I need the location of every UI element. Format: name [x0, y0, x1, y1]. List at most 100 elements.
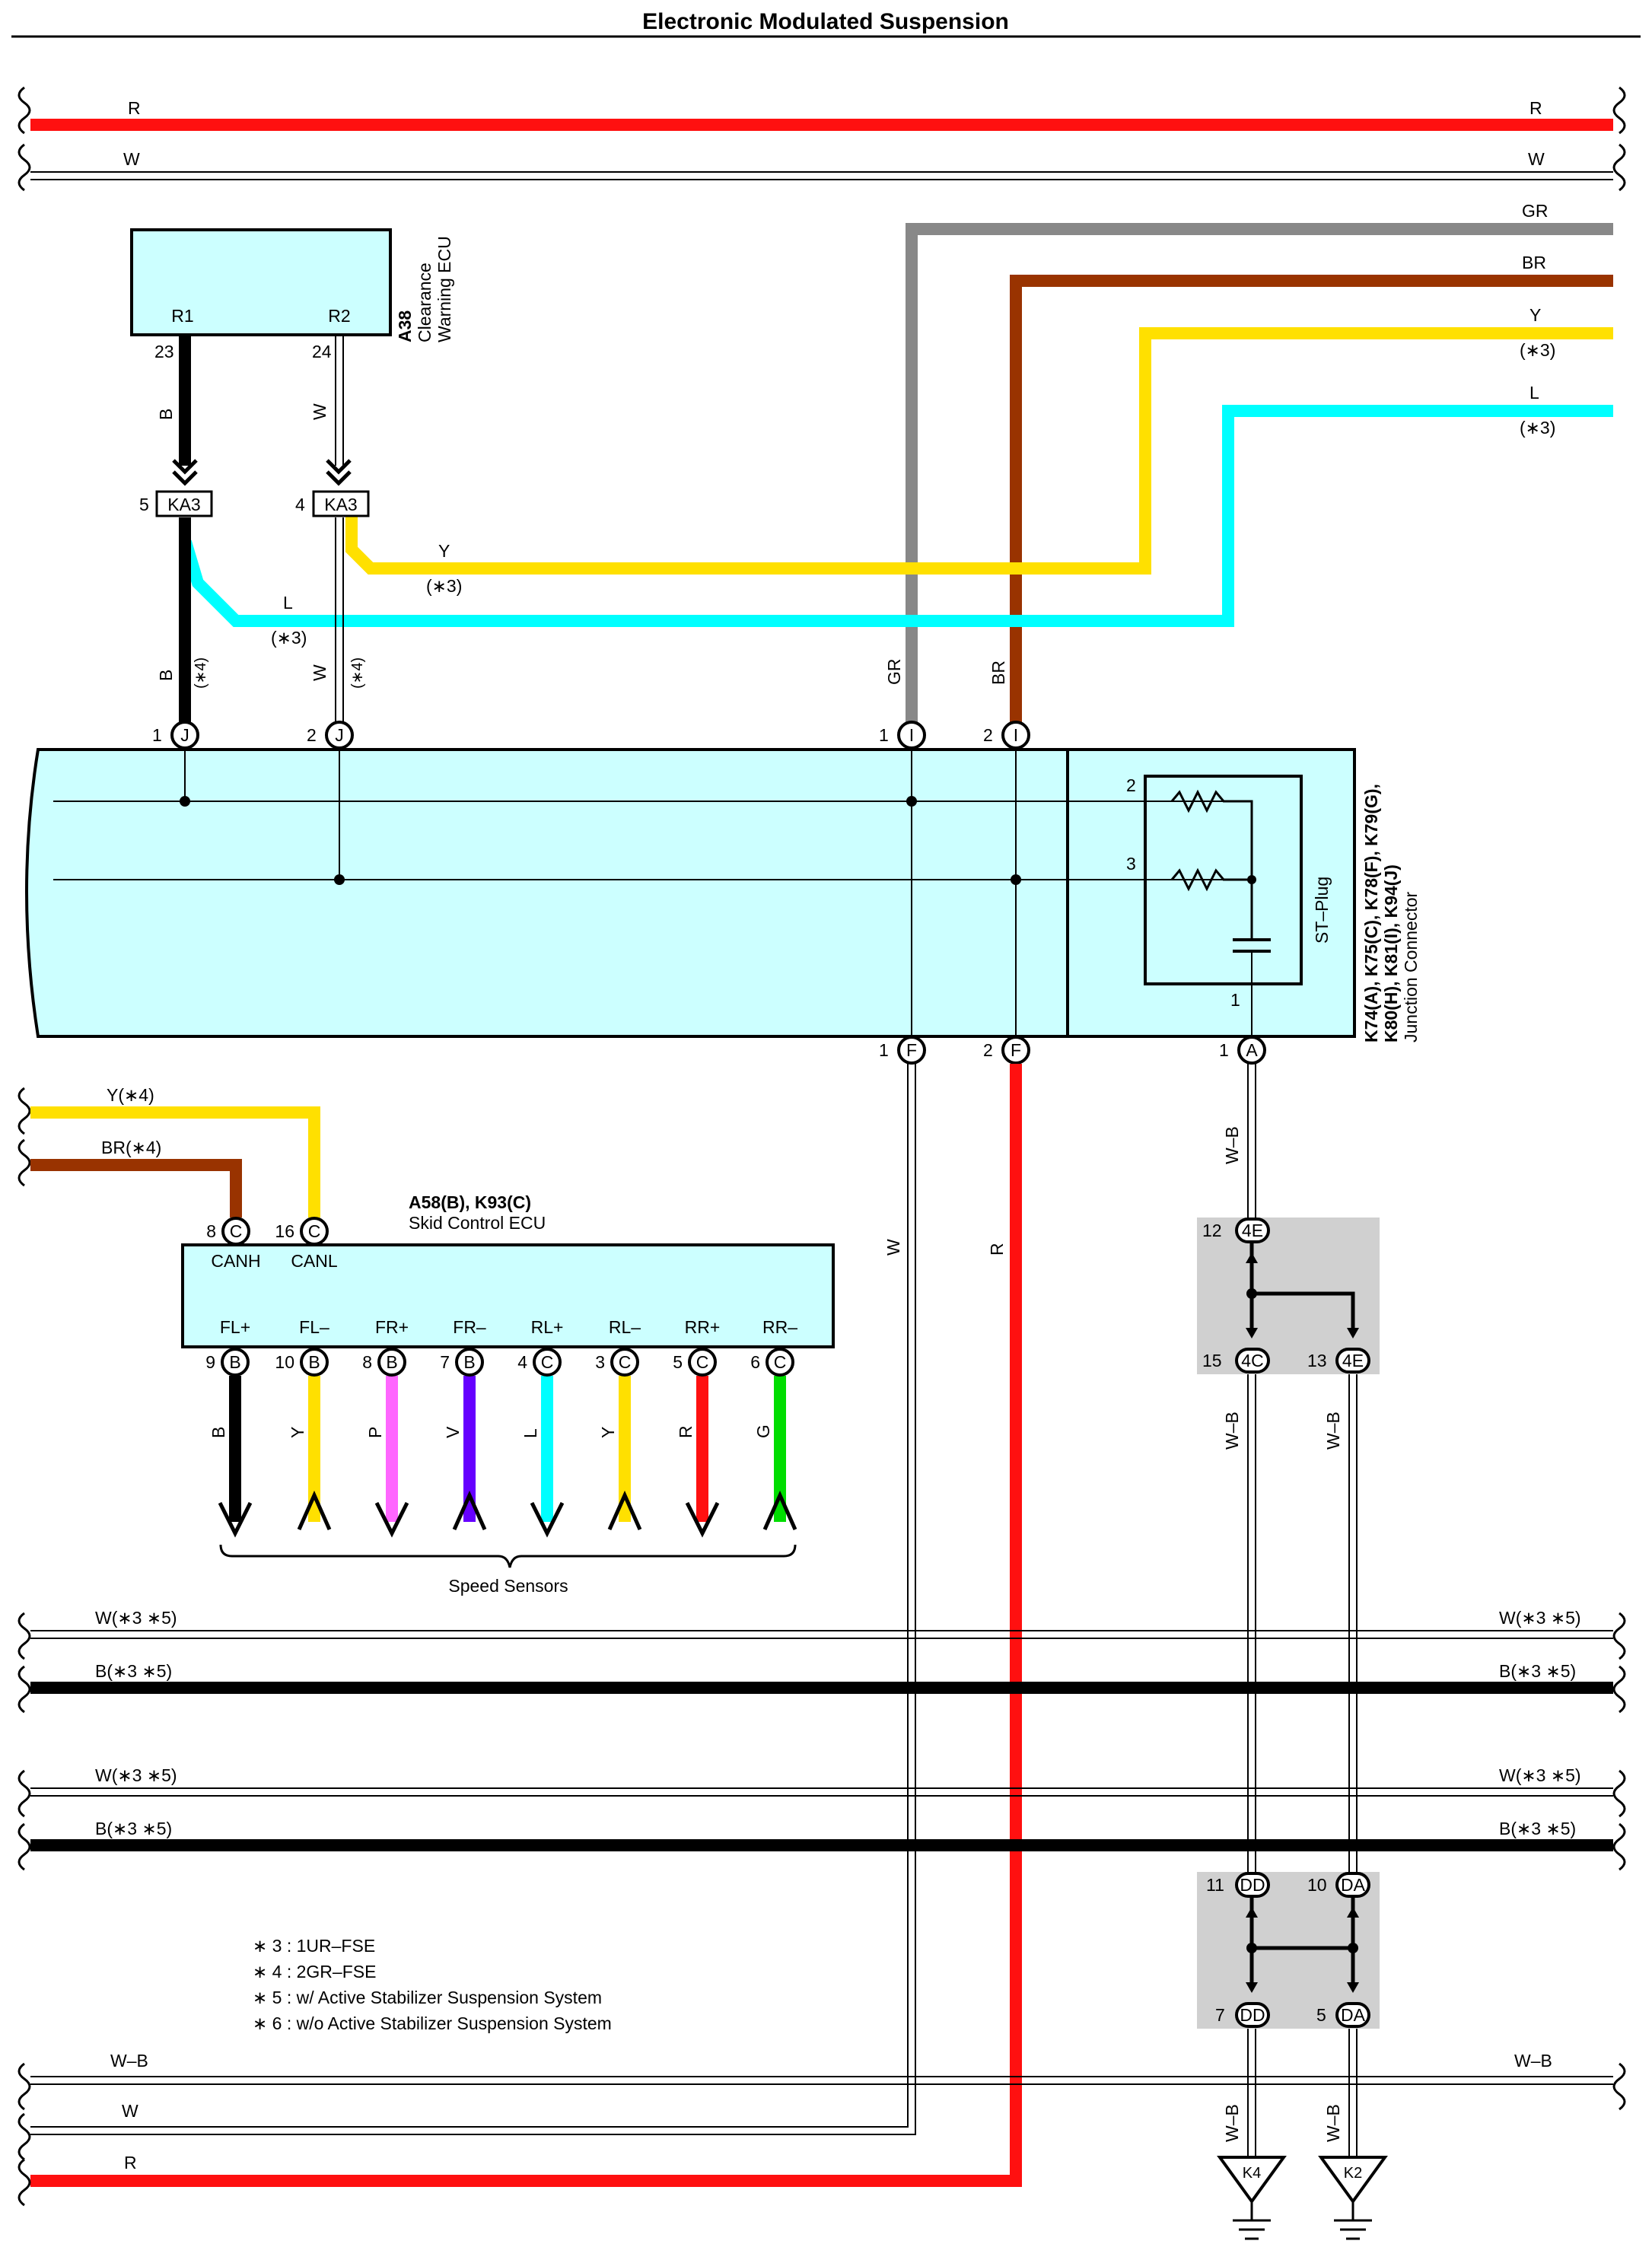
wire-y: Y (∗3) [345, 305, 1613, 575]
sensor-pin-num: 9 [205, 1352, 215, 1372]
sensor-arrow-icon [685, 1501, 720, 1538]
sensor-pin-num: 3 [595, 1352, 605, 1372]
sensor-wire-label: G [753, 1424, 773, 1438]
sensor-pin-code: B [229, 1352, 240, 1372]
wire-r-down: R [30, 1064, 1022, 2187]
mid-y-note: (∗3) [426, 576, 462, 596]
sensor-wire-label: V [443, 1426, 463, 1438]
sensor-pin-label: FL– [299, 1317, 329, 1337]
pin-num-24: 24 [312, 342, 332, 361]
sensor-pin-code: C [774, 1352, 787, 1372]
sensor-pin-label: RR– [762, 1317, 797, 1337]
top-bus-r-left-label: R [128, 98, 141, 118]
pin-f2-code: F [1011, 1040, 1021, 1060]
sensor-pin-code: C [619, 1352, 632, 1372]
sensor-pins: FL+B9BFL–B10YFR+B8PFR–B7VRL+C4LRL–C3YRR+… [205, 1317, 797, 1538]
note-4: ∗ 4 : 2GR–FSE [253, 1962, 376, 1981]
sensor-pin-code: B [386, 1352, 397, 1372]
ka3-left-chevron-icon [172, 459, 198, 486]
junction-bottom-pins: F 1 F 2 A 1 [879, 1036, 1266, 1065]
note-6: ∗ 6 : w/o Active Stabilizer Suspension S… [253, 2013, 612, 2033]
pin-a1-code: A [1246, 1040, 1258, 1060]
note-5: ∗ 5 : w/ Active Stabilizer Suspension Sy… [253, 1988, 602, 2007]
sensor-pin-label: RL– [609, 1317, 641, 1337]
sensor-pin-label: RL+ [531, 1317, 564, 1337]
sensor-pin-num: 7 [440, 1352, 450, 1372]
ka3-left-connector: KA3 5 [139, 490, 213, 517]
sensor-arrow-icon [297, 1490, 332, 1531]
can-pin-num: 8 [206, 1221, 216, 1241]
sensor-pin-num: 6 [750, 1352, 760, 1372]
speed-sensor-brace [219, 1544, 797, 1568]
clearance-ecu-name-2: Warning ECU [434, 236, 454, 342]
wire-wb-3: W–B [1323, 1374, 1358, 1872]
ka3-right-label: KA3 [324, 495, 357, 514]
sensor-pin-fr-minus: FR–B7V [440, 1317, 487, 1531]
splice-bottom-in2-num: 10 [1307, 1875, 1327, 1895]
sensor-arrow-icon [218, 1501, 253, 1538]
sensor-pin-code: B [308, 1352, 320, 1372]
splice-top-out1-code: 4C [1241, 1351, 1263, 1370]
sensor-pin-code: B [463, 1352, 475, 1372]
bottom-bus-w-left-label: W [122, 2101, 138, 2121]
wire-l-label: L [1529, 383, 1539, 403]
splice-bottom-in2-code: DA [1341, 1875, 1366, 1895]
st-pin-1: 1 [1230, 990, 1240, 1010]
skid-ecu-name: Skid Control ECU [409, 1213, 546, 1233]
pin-j2-code: J [335, 725, 344, 745]
pin-i1-num: 1 [879, 725, 889, 745]
wire-wb-k2-label: W–B [1323, 2104, 1343, 2142]
pin-i2-code: I [1014, 725, 1018, 745]
pin-i2-num: 2 [983, 725, 993, 745]
pin-j2-num: 2 [307, 725, 317, 745]
sensor-arrow-icon [607, 1490, 642, 1531]
splice-top-out2-code: 4E [1342, 1351, 1364, 1370]
pin-a1-num: 1 [1219, 1040, 1229, 1060]
sensor-wire-label: B [208, 1427, 228, 1438]
sensor-pin-num: 4 [517, 1352, 527, 1372]
top-bus-r: R R [18, 86, 1626, 135]
wire-wb-1-label: W–B [1222, 1126, 1242, 1164]
can-pin-label: CANH [211, 1251, 260, 1271]
wire-br-label: BR [1522, 253, 1546, 272]
bottom-bus-wb-right-label: W–B [1514, 2051, 1552, 2071]
can-pin-code: C [308, 1221, 321, 1241]
top-bus-w-left-label: W [123, 149, 140, 169]
mid-bus-left-label: W(∗3 ∗5) [95, 1765, 177, 1785]
input-y-label: Y(∗4) [107, 1085, 154, 1105]
top-bus-w: W W [18, 143, 1626, 192]
note-3: ∗ 3 : 1UR–FSE [253, 1936, 375, 1956]
splice-bottom-out2-code: DA [1341, 2005, 1366, 2025]
sensor-pin-label: RR+ [685, 1317, 721, 1337]
sensor-wire-label: Y [288, 1427, 307, 1438]
sensor-pin-fr-plus: FR+B8P [362, 1317, 409, 1538]
wire-w-down: W [30, 1064, 916, 2135]
junction-name: Junction Connector [1401, 891, 1421, 1042]
mid-bus-right-label: B(∗3 ∗5) [1499, 1819, 1576, 1838]
bottom-bus-r-left-label: R [124, 2153, 137, 2172]
ka3-down-w-label: W [310, 664, 329, 681]
mid-bus-right-label: W(∗3 ∗5) [1499, 1765, 1581, 1785]
clearance-warning-ecu: R1 R2 23 24 A38 Clearance Warning ECU [130, 228, 454, 361]
sensor-pin-label: FL+ [220, 1317, 250, 1337]
pin-r1-label: R1 [171, 306, 193, 326]
sensor-pin-num: 8 [362, 1352, 372, 1372]
wire-wb-1: W–B [1222, 1064, 1256, 1218]
junction-connector: 2 3 1 ST–Plug K74(A), K75(C), K78(F), K7… [25, 748, 1421, 1042]
wire-y-note: (∗3) [1520, 340, 1555, 360]
sensor-arrow-icon [530, 1501, 565, 1538]
mid-bus-left-label: B(∗3 ∗5) [95, 1819, 172, 1838]
sensor-pin-rr-plus: RR+C5R [673, 1317, 721, 1538]
mid-bus-left-label: B(∗3 ∗5) [95, 1661, 172, 1681]
wire-wb-2-label: W–B [1222, 1412, 1242, 1450]
wire-wb-3-label: W–B [1323, 1412, 1343, 1450]
mid-bus-right-label: W(∗3 ∗5) [1499, 1608, 1581, 1628]
splice-top-in-num: 12 [1202, 1221, 1222, 1240]
sensor-wire-label: L [520, 1428, 540, 1438]
sensor-pin-label: FR+ [375, 1317, 409, 1337]
splice-bottom-out2-num: 5 [1316, 2005, 1326, 2025]
footnotes: ∗ 3 : 1UR–FSE ∗ 4 : 2GR–FSE ∗ 5 : w/ Act… [253, 1936, 612, 2033]
